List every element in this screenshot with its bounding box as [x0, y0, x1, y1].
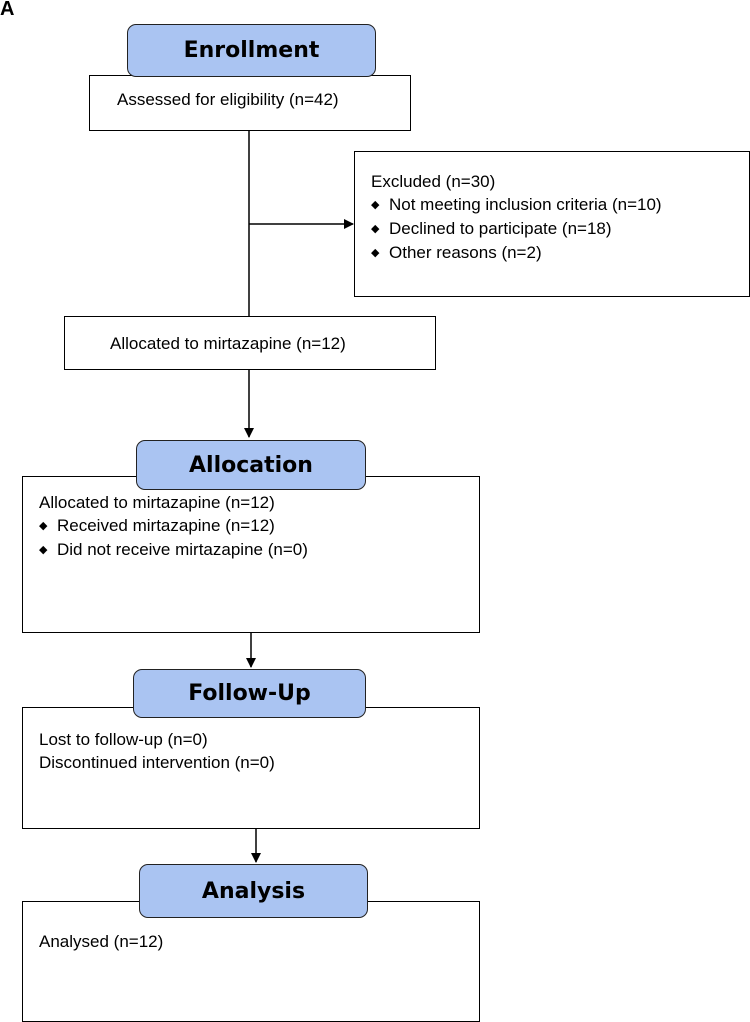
allocation-item: ◆Did not receive mirtazapine (n=0): [39, 538, 479, 562]
follow-up-line: Discontinued intervention (n=0): [39, 753, 275, 772]
panel-label: A: [0, 0, 15, 20]
analysis-line: Analysed (n=12): [39, 932, 164, 951]
allocation-header: Allocation: [136, 440, 366, 490]
bullet-icon: ◆: [371, 199, 380, 211]
excluded-item: ◆Not meeting inclusion criteria (n=10): [371, 193, 749, 217]
allocation-item: ◆Received mirtazapine (n=12): [39, 514, 479, 538]
excluded-item: ◆Declined to participate (n=18): [371, 217, 749, 241]
allocation-title: Allocated to mirtazapine (n=12): [39, 493, 275, 512]
enrollment-header: Enrollment: [127, 24, 376, 77]
bullet-icon: ◆: [39, 520, 48, 532]
allocated-box: Allocated to mirtazapine (n=12): [64, 316, 436, 370]
allocation-box: Allocated to mirtazapine (n=12) ◆Receive…: [22, 476, 480, 633]
follow-up-line: Lost to follow-up (n=0): [39, 730, 208, 749]
analysis-box: Analysed (n=12): [22, 901, 480, 1022]
bullet-icon: ◆: [371, 223, 380, 235]
analysis-header: Analysis: [139, 864, 368, 918]
follow-up-header: Follow-Up: [133, 669, 366, 718]
assessed-text: Assessed for eligibility (n=42): [117, 90, 339, 109]
assessed-box: Assessed for eligibility (n=42): [89, 75, 411, 131]
follow-up-box: Lost to follow-up (n=0) Discontinued int…: [22, 707, 480, 829]
excluded-title: Excluded (n=30): [371, 172, 496, 191]
bullet-icon: ◆: [371, 247, 380, 259]
excluded-item: ◆Other reasons (n=2): [371, 241, 749, 265]
bullet-icon: ◆: [39, 544, 48, 556]
allocated-text: Allocated to mirtazapine (n=12): [110, 334, 346, 353]
excluded-box: Excluded (n=30) ◆Not meeting inclusion c…: [354, 151, 750, 297]
